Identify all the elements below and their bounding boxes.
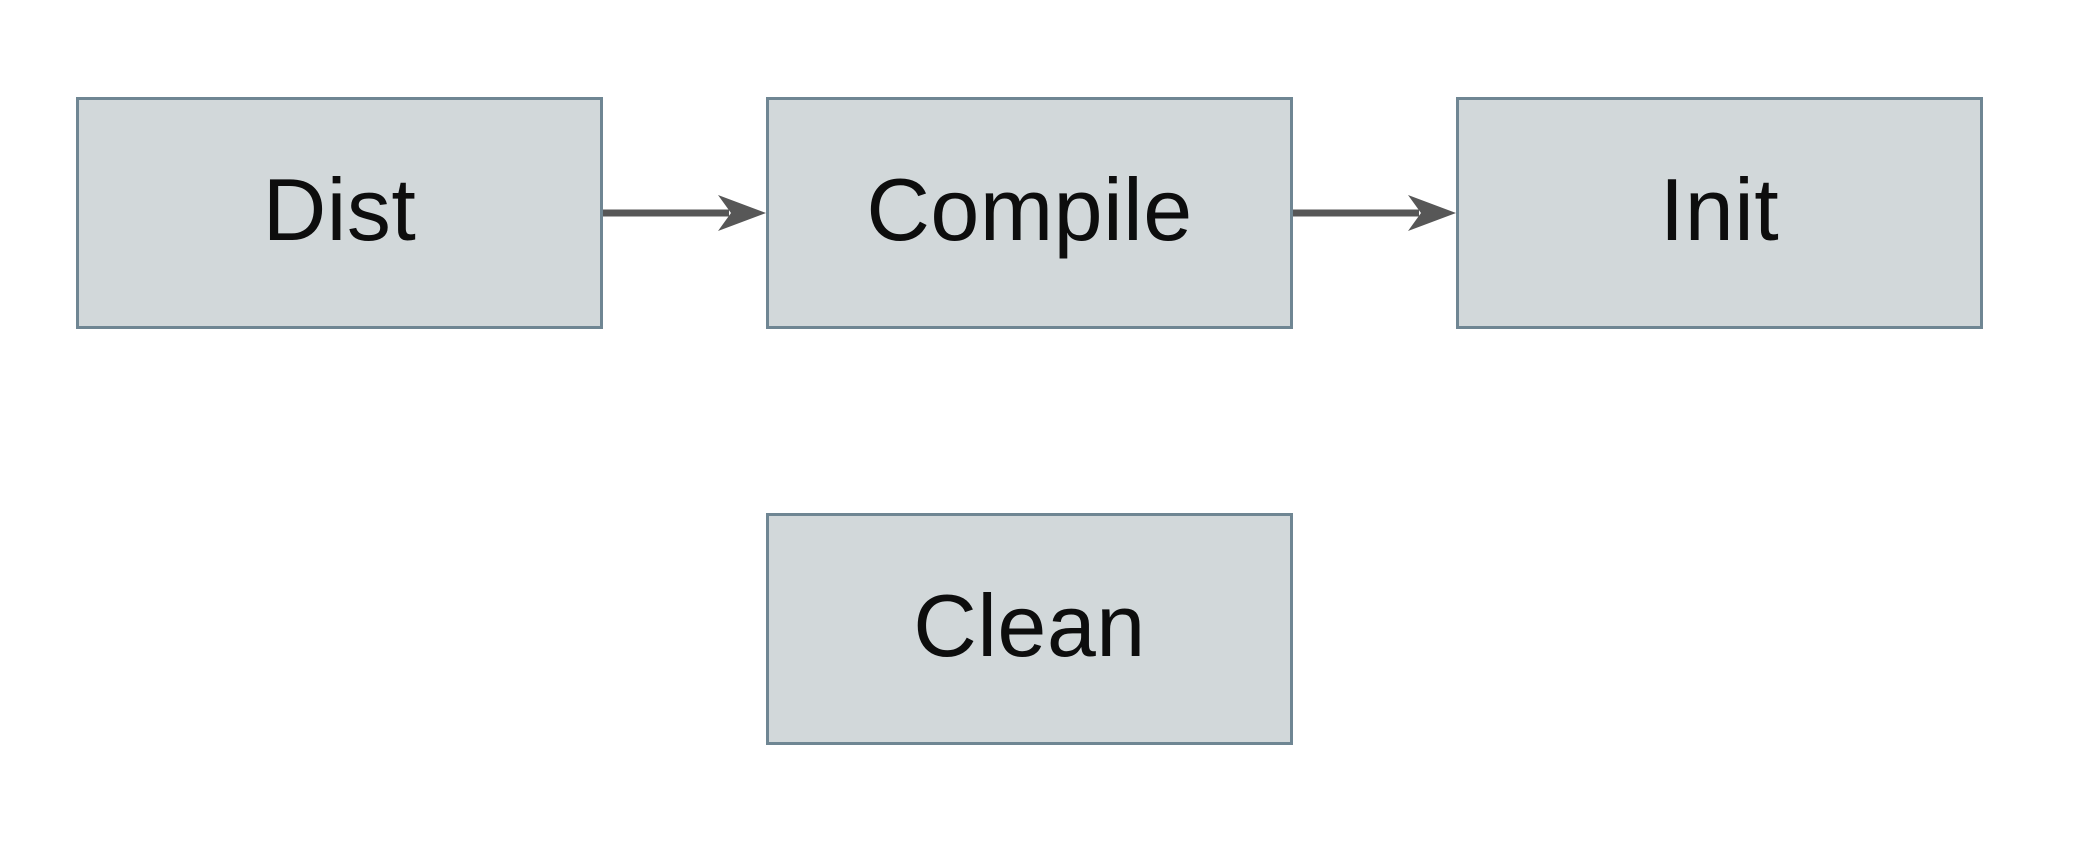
node-compile-label: Compile — [866, 160, 1193, 259]
node-clean: Clean — [766, 513, 1293, 745]
node-dist-label: Dist — [262, 160, 417, 259]
arrow-dist-to-compile — [603, 195, 766, 231]
node-clean-label: Clean — [913, 576, 1146, 675]
node-compile: Compile — [766, 97, 1293, 329]
node-init: Init — [1456, 97, 1983, 329]
node-init-label: Init — [1659, 160, 1780, 259]
arrow-compile-to-init — [1293, 195, 1456, 231]
node-dist: Dist — [76, 97, 603, 329]
